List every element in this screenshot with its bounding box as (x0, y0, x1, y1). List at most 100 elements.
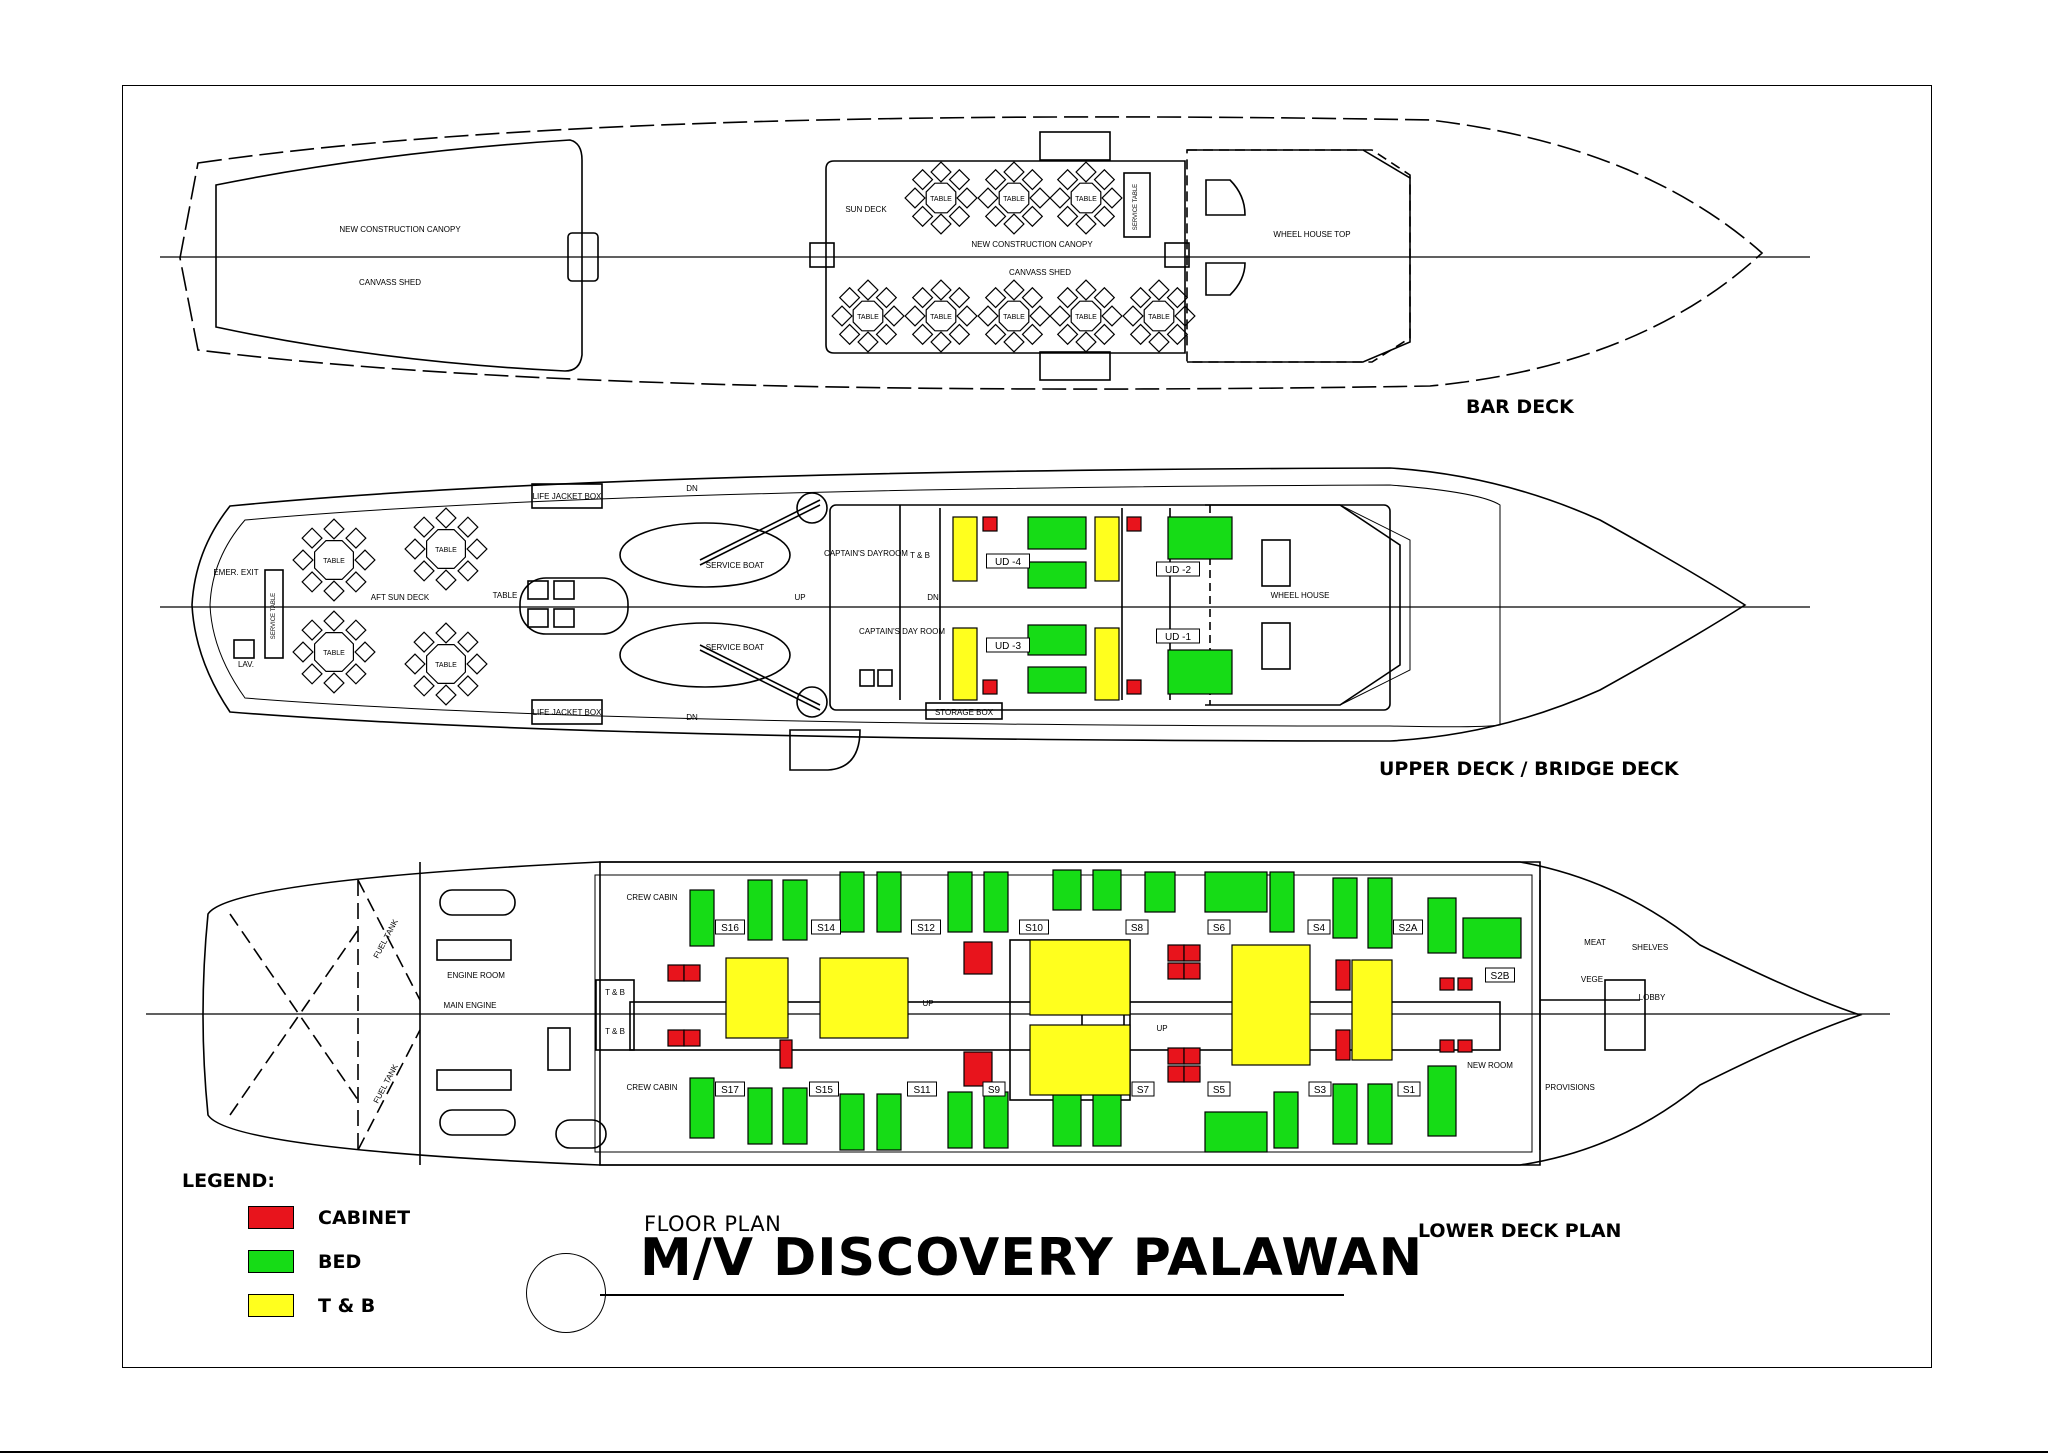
centerlines (146, 256, 1890, 1015)
svg-text:S4: S4 (1313, 923, 1326, 934)
upper-service-boat-top: SERVICE BOAT (706, 561, 765, 570)
bed (1462, 917, 1522, 959)
room-tag: S8 (1125, 919, 1149, 935)
t-and-b (1231, 944, 1311, 1066)
lower-new-room: NEW ROOM (1467, 1061, 1513, 1070)
bed (1092, 869, 1122, 911)
bed (1427, 1065, 1457, 1137)
bed (782, 879, 808, 941)
upper-deck-service-table (264, 569, 284, 659)
upper-aft-sun-deck: AFT SUN DECK (371, 593, 430, 602)
table-label: TABLE (1148, 314, 1170, 321)
room-tag: S12 (911, 919, 941, 935)
bed (1027, 561, 1087, 589)
table-label: TABLE (1075, 196, 1097, 203)
bar-deck-label: BAR DECK (1466, 396, 1574, 418)
upper-captains-dayroom: CAPTAIN'S DAYROOM (824, 549, 908, 558)
bed (1204, 1111, 1268, 1153)
cabinet (1167, 962, 1185, 980)
upper-dn-top: DN (686, 484, 698, 493)
lower-crew-cabin-top: CREW CABIN (626, 893, 677, 902)
bed (1367, 877, 1393, 949)
table-label: TABLE (1003, 314, 1025, 321)
svg-text:S6: S6 (1213, 923, 1226, 934)
bar-canvass-mid: CANVASS SHED (1009, 268, 1071, 277)
upper-deck-wheel-house (1205, 504, 1401, 706)
table-label: TABLE (323, 558, 345, 565)
cabinet (1183, 1047, 1201, 1065)
lower-tb-bottom: T & B (605, 1027, 625, 1036)
bed (839, 1093, 865, 1151)
bed-swatch (248, 1250, 294, 1273)
table-label: TABLE (857, 314, 879, 321)
svg-text:S2A: S2A (1399, 923, 1418, 934)
table-label: TABLE (930, 314, 952, 321)
room-tag: S3 (1308, 1081, 1332, 1097)
bar-deck-main-shed (825, 160, 1186, 354)
room-tag: S15 (809, 1081, 839, 1097)
cabinet (982, 679, 998, 695)
bed (983, 871, 1009, 933)
upper-service-table: SERVICE TABLE (271, 593, 277, 639)
upper-service-boat-bottom: SERVICE BOAT (706, 643, 765, 652)
svg-text:UD -1: UD -1 (1165, 632, 1192, 643)
legend-label: BED (318, 1250, 362, 1273)
cabinet (982, 516, 998, 532)
t-and-b (725, 957, 789, 1039)
bar-deck-stair-fwd (1164, 242, 1190, 268)
room-tag: S16 (715, 919, 745, 935)
svg-text:S7: S7 (1137, 1085, 1150, 1096)
legend-item-tb: T & B (248, 1294, 375, 1317)
t-and-b (819, 957, 909, 1039)
room-tag: UD -3 (986, 637, 1030, 653)
upper-deck-label: UPPER DECK / BRIDGE DECK (1379, 758, 1679, 780)
svg-text:S17: S17 (721, 1085, 739, 1096)
legend-item-cabinet: CABINET (248, 1206, 410, 1229)
lower-provisions: PROVISIONS (1545, 1083, 1595, 1092)
bed (1052, 1087, 1082, 1147)
svg-text:S10: S10 (1025, 923, 1043, 934)
bed (1144, 871, 1176, 913)
lower-fuel-tank-top: FUEL TANK (372, 917, 400, 960)
bed (689, 1077, 715, 1139)
lower-lobby: LOBBY (1639, 993, 1666, 1002)
lower-up-label: UP (922, 999, 933, 1008)
svg-text:S2B: S2B (1491, 971, 1510, 982)
table: TABLE (904, 161, 978, 235)
bar-deck-service-table (1123, 172, 1151, 238)
room-tag: S6 (1207, 919, 1231, 935)
cabinet (667, 964, 685, 982)
lower-fuel-tank-bottom: FUEL TANK (372, 1062, 400, 1105)
upper-deck-hull (191, 467, 1747, 742)
bed (839, 871, 865, 933)
upper-life-jacket-bottom: LIFE JACKET BOX (533, 708, 602, 717)
cabinet (1457, 1039, 1473, 1053)
cabinet (779, 1039, 793, 1069)
bar-deck-wheel-house (1186, 149, 1411, 363)
t-and-b (1094, 516, 1120, 582)
title-circle (526, 1253, 606, 1333)
lower-main-engine: MAIN ENGINE (444, 1001, 497, 1010)
bar-deck-stair-top (1039, 131, 1111, 161)
t-and-b (1029, 939, 1131, 1016)
svg-text:S15: S15 (815, 1085, 833, 1096)
bed (1269, 871, 1295, 933)
cabinet (667, 1029, 685, 1047)
bed (1273, 1091, 1299, 1149)
room-tag: S2B (1485, 967, 1515, 983)
life-jacket-box-bottom (531, 699, 603, 725)
cabinet (1439, 977, 1455, 991)
upper-deck-inner-hull (209, 484, 1501, 728)
lower-crew-cabin-bottom: CREW CABIN (626, 1083, 677, 1092)
svg-text:S14: S14 (817, 923, 835, 934)
bar-canvass-aft: CANVASS SHED (359, 278, 421, 287)
bed (1204, 871, 1268, 913)
upper-storage-box: STORAGE BOX (935, 708, 994, 717)
room-tag: UD -2 (1156, 561, 1200, 577)
bar-sun-deck: SUN DECK (845, 205, 887, 214)
table-label: TABLE (1003, 196, 1025, 203)
lower-tb-top: T & B (605, 988, 625, 997)
bar-canopy-mid: NEW CONSTRUCTION CANOPY (971, 240, 1093, 249)
